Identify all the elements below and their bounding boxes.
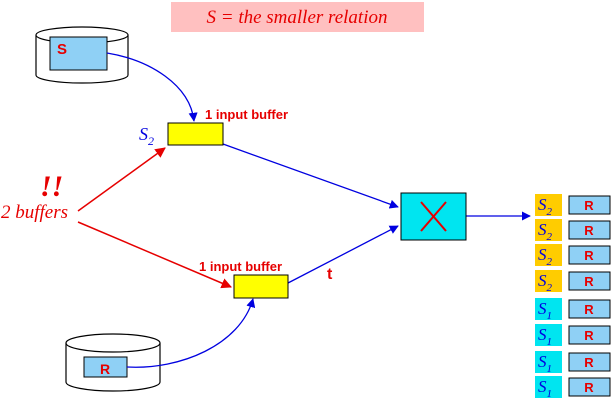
arrow-s2-to-join [222,143,399,209]
output-s-label-main: S [538,220,547,239]
s2-input-buffer [167,122,224,146]
output-r-label: R [584,328,594,343]
arrow-disk-r-to-r-buffer [126,298,256,368]
title-box: S = the smaller relation [171,2,424,32]
relation-r-label: R [100,361,110,377]
output-tuple-row: S2 R [535,270,611,294]
r-input-buffer [233,274,289,299]
output-tuple-row: S1 R [535,324,611,348]
output-r-block [568,271,611,291]
output-s-tag [535,219,562,241]
relation-s-label: S [57,41,67,58]
arrow-buffers-to-r [77,221,232,289]
output-s-label-sub: 2 [547,282,553,294]
output-r-label: R [584,302,594,317]
output-s-label-main: S [538,271,547,290]
disk-r: R [65,333,161,392]
output-s-label-main: S [538,195,547,214]
disk-s: S [35,26,129,84]
output-s-tag [535,298,562,320]
output-s-tag [535,376,562,398]
output-s-label: S2 [538,195,553,218]
output-r-block [568,245,611,265]
output-s-label: S1 [538,352,552,375]
output-tuple-row: S1 R [535,351,611,375]
s2-buffer-label: S2 [139,124,154,148]
output-tuple-row: S2 R [535,219,611,243]
s2-buffer-label-sub: 2 [148,134,154,148]
s2-buffer-caption: 1 input buffer [205,107,288,122]
output-r-block [568,220,611,240]
arrow-r-to-join [287,225,399,284]
output-s-tag [535,244,562,266]
output-tuple-row: S1 R [535,298,611,322]
output-r-block [568,325,611,345]
output-s-label-sub: 1 [547,388,553,400]
output-r-label: R [584,380,594,395]
output-r-label: R [584,248,594,263]
buffers-marks: !! [40,170,63,203]
output-r-label: R [584,355,594,370]
output-r-block [568,352,611,372]
output-s-label: S2 [538,271,553,294]
output-s-tag [535,324,562,346]
output-s-label-sub: 1 [547,336,553,348]
output-tuple-row: S1 R [535,376,611,400]
r-stream-label: t [327,266,333,283]
output-r-label: R [584,274,594,289]
output-s-label: S2 [538,220,553,243]
output-s-tag [535,194,562,216]
output-s-tag [535,351,562,373]
output-s-label-sub: 1 [547,363,553,375]
arrow-buffers-to-s2 [77,147,166,212]
output-s-label: S2 [538,245,553,268]
output-s-label-main: S [538,352,547,371]
output-s-label-main: S [538,299,547,318]
output-tuple-row: S2 R [535,194,611,218]
r-buffer-caption: 1 input buffer [199,259,282,274]
output-r-label: R [584,223,594,238]
output-s-label-sub: 2 [547,231,553,243]
output-s-label-sub: 2 [547,206,553,218]
output-r-label: R [584,198,594,213]
output-r-block [568,377,611,397]
output-s-label-sub: 2 [547,256,553,268]
output-s-label-sub: 1 [547,310,553,322]
output-s-label: S1 [538,325,552,348]
relation-s-block [49,36,108,71]
join-operator [400,192,467,241]
output-s-tag [535,270,562,292]
buffers-label: 2 buffers [1,202,68,223]
output-s-label-main: S [538,325,547,344]
s2-buffer-label-main: S [139,124,148,144]
output-r-block [568,299,611,319]
output-tuple-row: S2 R [535,244,611,268]
output-s-label-main: S [538,377,547,396]
output-s-label: S1 [538,299,552,322]
diagram-title: S = the smaller relation [207,7,388,28]
output-s-label-main: S [538,245,547,264]
output-s-label: S1 [538,377,552,400]
output-r-block [568,195,611,215]
arrow-disk-s-to-s2-buffer [106,52,198,122]
